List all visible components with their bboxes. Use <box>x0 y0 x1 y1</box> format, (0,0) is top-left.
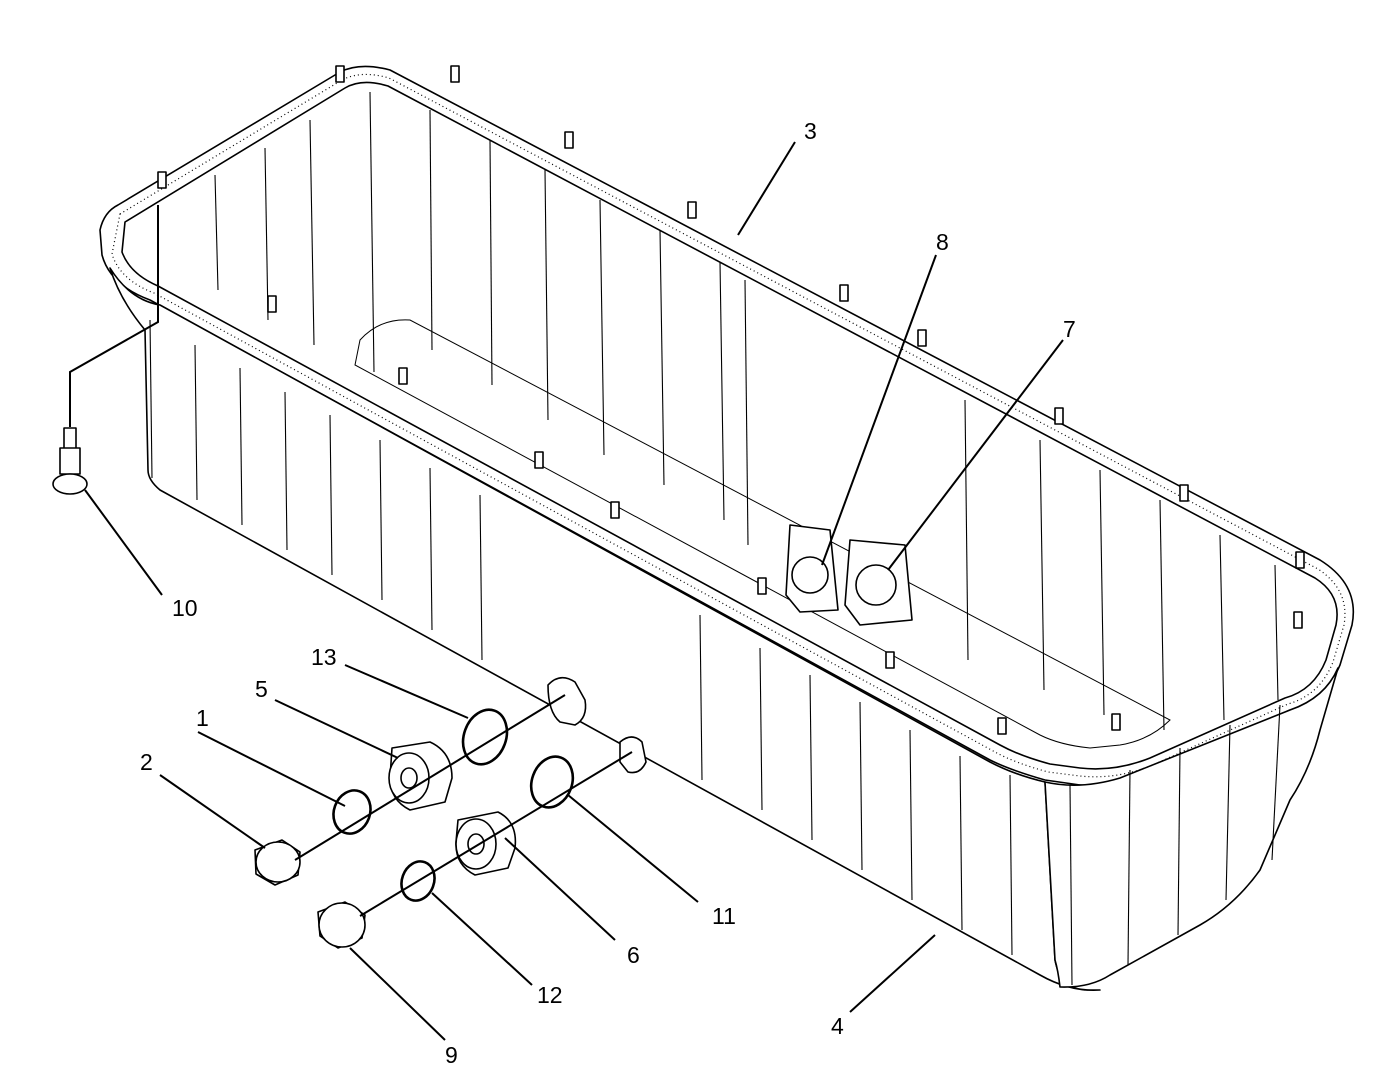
oil-pan <box>99 65 1355 992</box>
callout-8: 8 <box>936 229 949 255</box>
callout-6: 6 <box>627 942 640 968</box>
interior-ribs <box>214 91 1279 731</box>
drain-boss-lower <box>619 736 647 774</box>
pan-floor <box>354 319 1171 749</box>
plug-9 <box>317 901 366 949</box>
callout-7: 7 <box>1063 316 1076 342</box>
callout-1: 1 <box>196 705 209 731</box>
pan-inner-rim <box>121 81 1338 770</box>
flange-studs <box>157 65 1305 735</box>
drain-boss-upper <box>547 676 587 726</box>
plug-2 <box>254 839 301 886</box>
bolt-10 <box>52 427 88 495</box>
pan-wall-front <box>109 267 1101 992</box>
callout-3: 3 <box>804 118 817 144</box>
callout-13: 13 <box>311 644 337 670</box>
o-ring-11 <box>529 755 575 809</box>
callout-5: 5 <box>255 676 268 702</box>
o-ring-12 <box>400 860 436 902</box>
adapter-6 <box>455 811 517 876</box>
baffle-port-7 <box>855 564 897 606</box>
adapter-5 <box>388 741 453 811</box>
baffle-port-8 <box>791 556 829 594</box>
assembly-lines <box>69 205 633 917</box>
callout-4: 4 <box>831 1013 844 1039</box>
o-ring-13 <box>461 708 509 766</box>
exterior-ribs <box>149 319 1281 986</box>
callout-labels: 1 2 3 4 5 6 7 8 9 10 11 12 13 <box>140 118 1076 1068</box>
callout-9: 9 <box>445 1042 458 1068</box>
callout-2: 2 <box>140 749 153 775</box>
callout-12: 12 <box>537 982 563 1008</box>
callout-11: 11 <box>712 903 736 929</box>
o-ring-1 <box>332 789 372 835</box>
callout-10: 10 <box>172 595 198 621</box>
pan-wall-right <box>1044 667 1339 988</box>
leader-lines <box>84 141 1064 1041</box>
